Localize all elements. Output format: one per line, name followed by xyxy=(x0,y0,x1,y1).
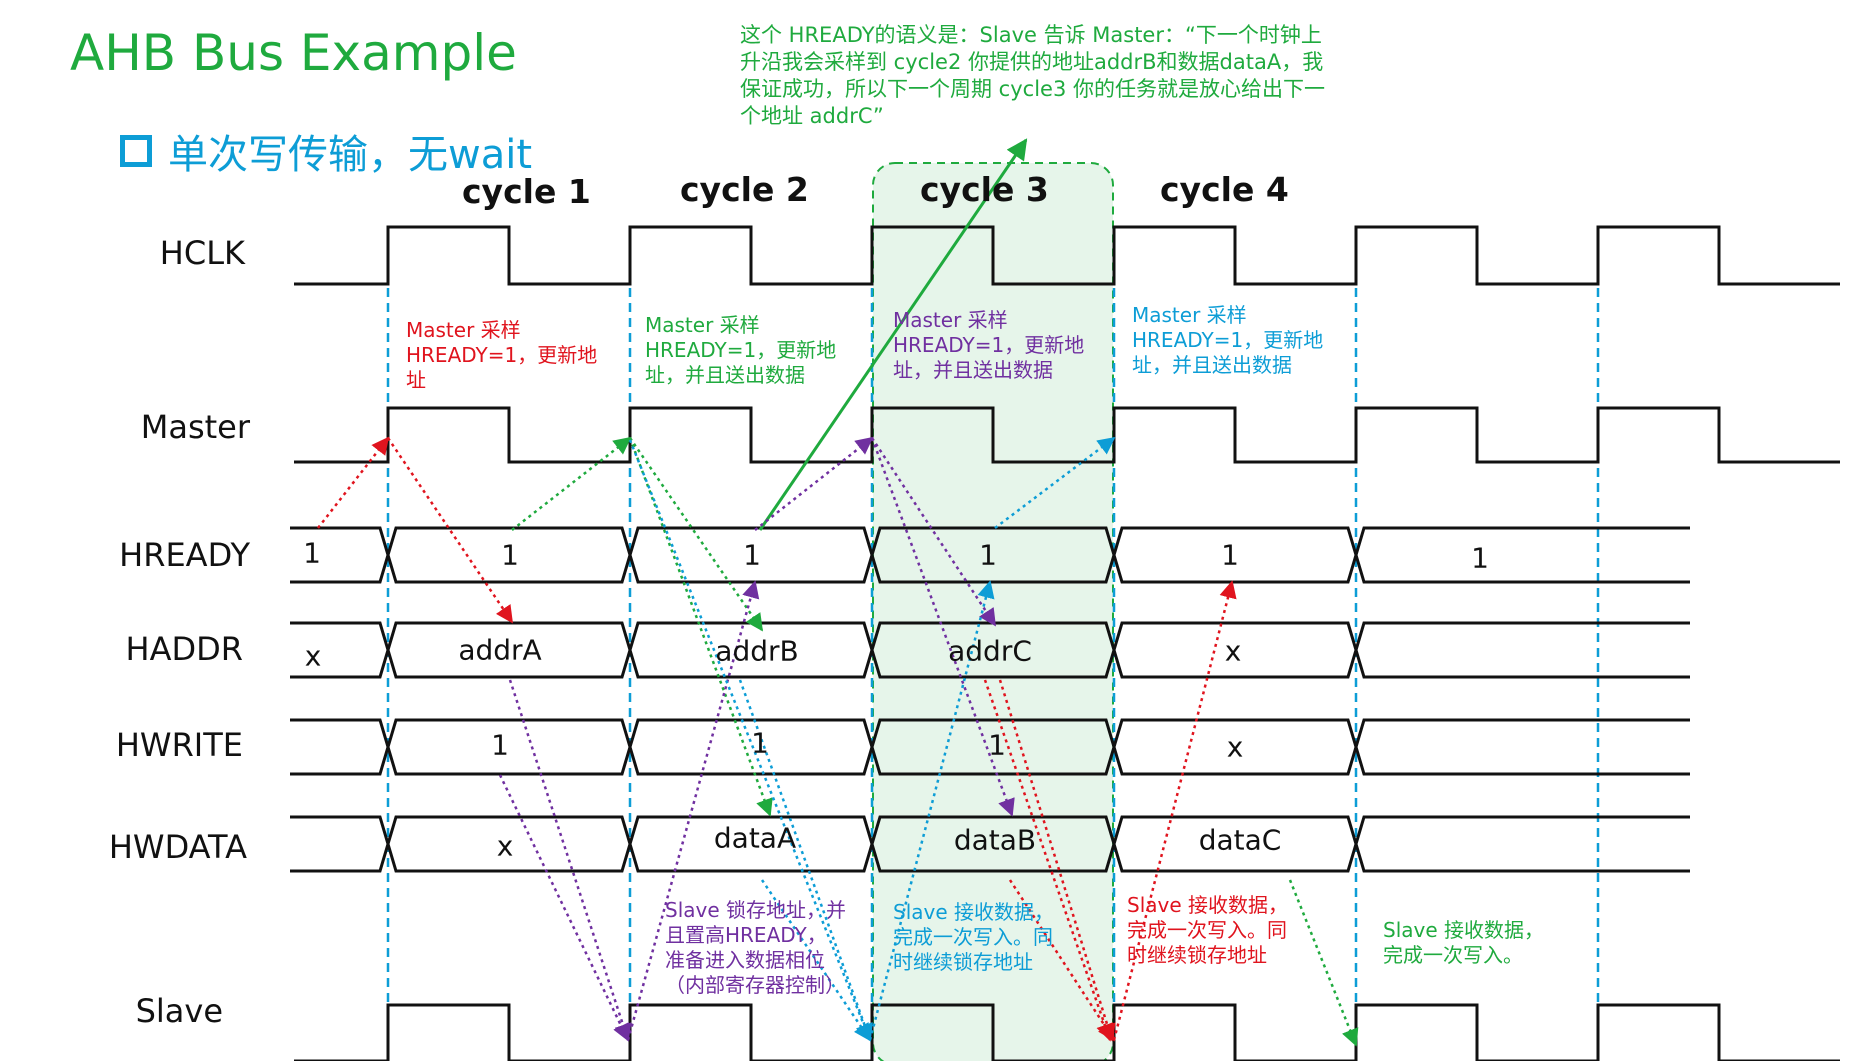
bullet-square-icon xyxy=(120,135,152,167)
master-note-cycle1: Master 采样 HREADY=1，更新地 址 xyxy=(406,318,598,392)
arrow-master-to-slave-c3a xyxy=(628,439,873,1042)
arrow-slave-to-hready-c2 xyxy=(626,580,760,1041)
arrow-master-to-haddr-c3 xyxy=(870,437,997,627)
master-note-cycle3: Master 采样 HREADY=1，更新地 址，并且送出数据 xyxy=(893,308,1085,382)
hwrite-value: 1 xyxy=(491,728,509,762)
signal-label-hclk: HCLK xyxy=(159,234,245,272)
slave-note-cycle2: Slave 锁存地址，并 且置高HREADY， 准备进入数据相位 （内部寄存器控… xyxy=(665,898,847,997)
hwdata-value: dataA xyxy=(713,821,797,855)
haddr-value: addrB xyxy=(715,634,799,668)
hready-value: 1 xyxy=(501,538,519,572)
hwrite-value: x xyxy=(1226,730,1244,764)
signal-label-master: Master xyxy=(140,408,250,446)
cycle-1-label: cycle 1 xyxy=(462,172,591,211)
cycle-3-label: cycle 3 xyxy=(920,170,1049,209)
haddr-value: x xyxy=(304,639,322,673)
haddr-value: addrA xyxy=(458,633,542,667)
signal-label-slave: Slave xyxy=(135,992,223,1030)
hready-value: 1 xyxy=(1471,541,1489,575)
hready-value: 1 xyxy=(743,538,761,572)
signal-label-hwdata: HWDATA xyxy=(108,828,247,866)
arrow-slave-to-hready-c3 xyxy=(868,580,995,1041)
arrow-haddr-to-slave-c3b xyxy=(983,679,1114,1042)
subtitle-text: 单次写传输，无wait xyxy=(168,132,533,178)
hwrite-value: 1 xyxy=(751,726,769,760)
arrow-master-to-haddr-c1 xyxy=(386,437,514,624)
master-note-cycle2: Master 采样 HREADY=1，更新地 址，并且送出数据 xyxy=(645,313,837,387)
master-waveform xyxy=(294,406,1840,464)
hclk-waveform xyxy=(294,225,1840,286)
signal-label-hwrite: HWRITE xyxy=(115,726,243,764)
arrow-hready-to-master-c1 xyxy=(317,436,390,529)
slave-note-cycle3: Slave 接收数据， 完成一次写入。同 时继续锁存地址 xyxy=(893,900,1055,974)
arrow-master-to-haddr-c2 xyxy=(628,437,764,632)
hready-value: 1 xyxy=(1221,538,1239,572)
hready-bus-segment xyxy=(1354,526,1690,584)
arrow-haddr-to-slave-c3 xyxy=(738,679,873,1042)
signal-label-haddr: HADDR xyxy=(125,630,243,668)
signal-label-hready: HREADY xyxy=(119,536,250,574)
arrow-hwdata-to-slave-c5 xyxy=(1288,879,1359,1047)
hready-semantics-note: 这个 HREADY的语义是：Slave 告诉 Master：“下一个时钟上升沿我… xyxy=(740,23,1325,128)
hready-value: 1 xyxy=(303,536,321,570)
haddr-bus-segment xyxy=(1354,621,1690,679)
arrow-hready-to-note xyxy=(758,138,1028,531)
slave-note-cycle4: Slave 接收数据， 完成一次写入。同 时继续锁存地址 xyxy=(1127,893,1289,967)
haddr-value: x xyxy=(1224,634,1242,668)
slave-note-cycle5: Slave 接收数据， 完成一次写入。 xyxy=(1383,918,1545,967)
hwdata-value: x xyxy=(496,829,514,863)
cycle-4-label: cycle 4 xyxy=(1160,170,1289,209)
haddr-value: addrC xyxy=(948,634,1032,668)
hwdata-value: dataB xyxy=(953,823,1037,857)
arrow-hwrite-to-slave-c2 xyxy=(498,774,630,1042)
arrow-slave-to-hready-c4 xyxy=(1112,580,1237,1041)
cycle-2-label: cycle 2 xyxy=(680,170,809,209)
hwrite-bus-segment xyxy=(386,718,632,776)
slide-subtitle: 单次写传输，无wait xyxy=(120,122,532,180)
hwdata-bus-segment xyxy=(1354,815,1690,873)
hwdata-bus-segment xyxy=(290,815,390,873)
arrow-hready-to-master-c2 xyxy=(511,436,632,531)
hwrite-value: 1 xyxy=(988,728,1006,762)
hwrite-bus-segment xyxy=(290,718,390,776)
hwrite-bus-segment xyxy=(1354,718,1690,776)
hwdata-value: dataC xyxy=(1198,823,1282,857)
slide-title: AHB Bus Example xyxy=(70,24,517,82)
master-note-cycle4: Master 采样 HREADY=1，更新地 址，并且送出数据 xyxy=(1132,303,1324,377)
arrow-haddr-to-slave-c2 xyxy=(508,679,632,1042)
hready-value: 1 xyxy=(979,538,997,572)
